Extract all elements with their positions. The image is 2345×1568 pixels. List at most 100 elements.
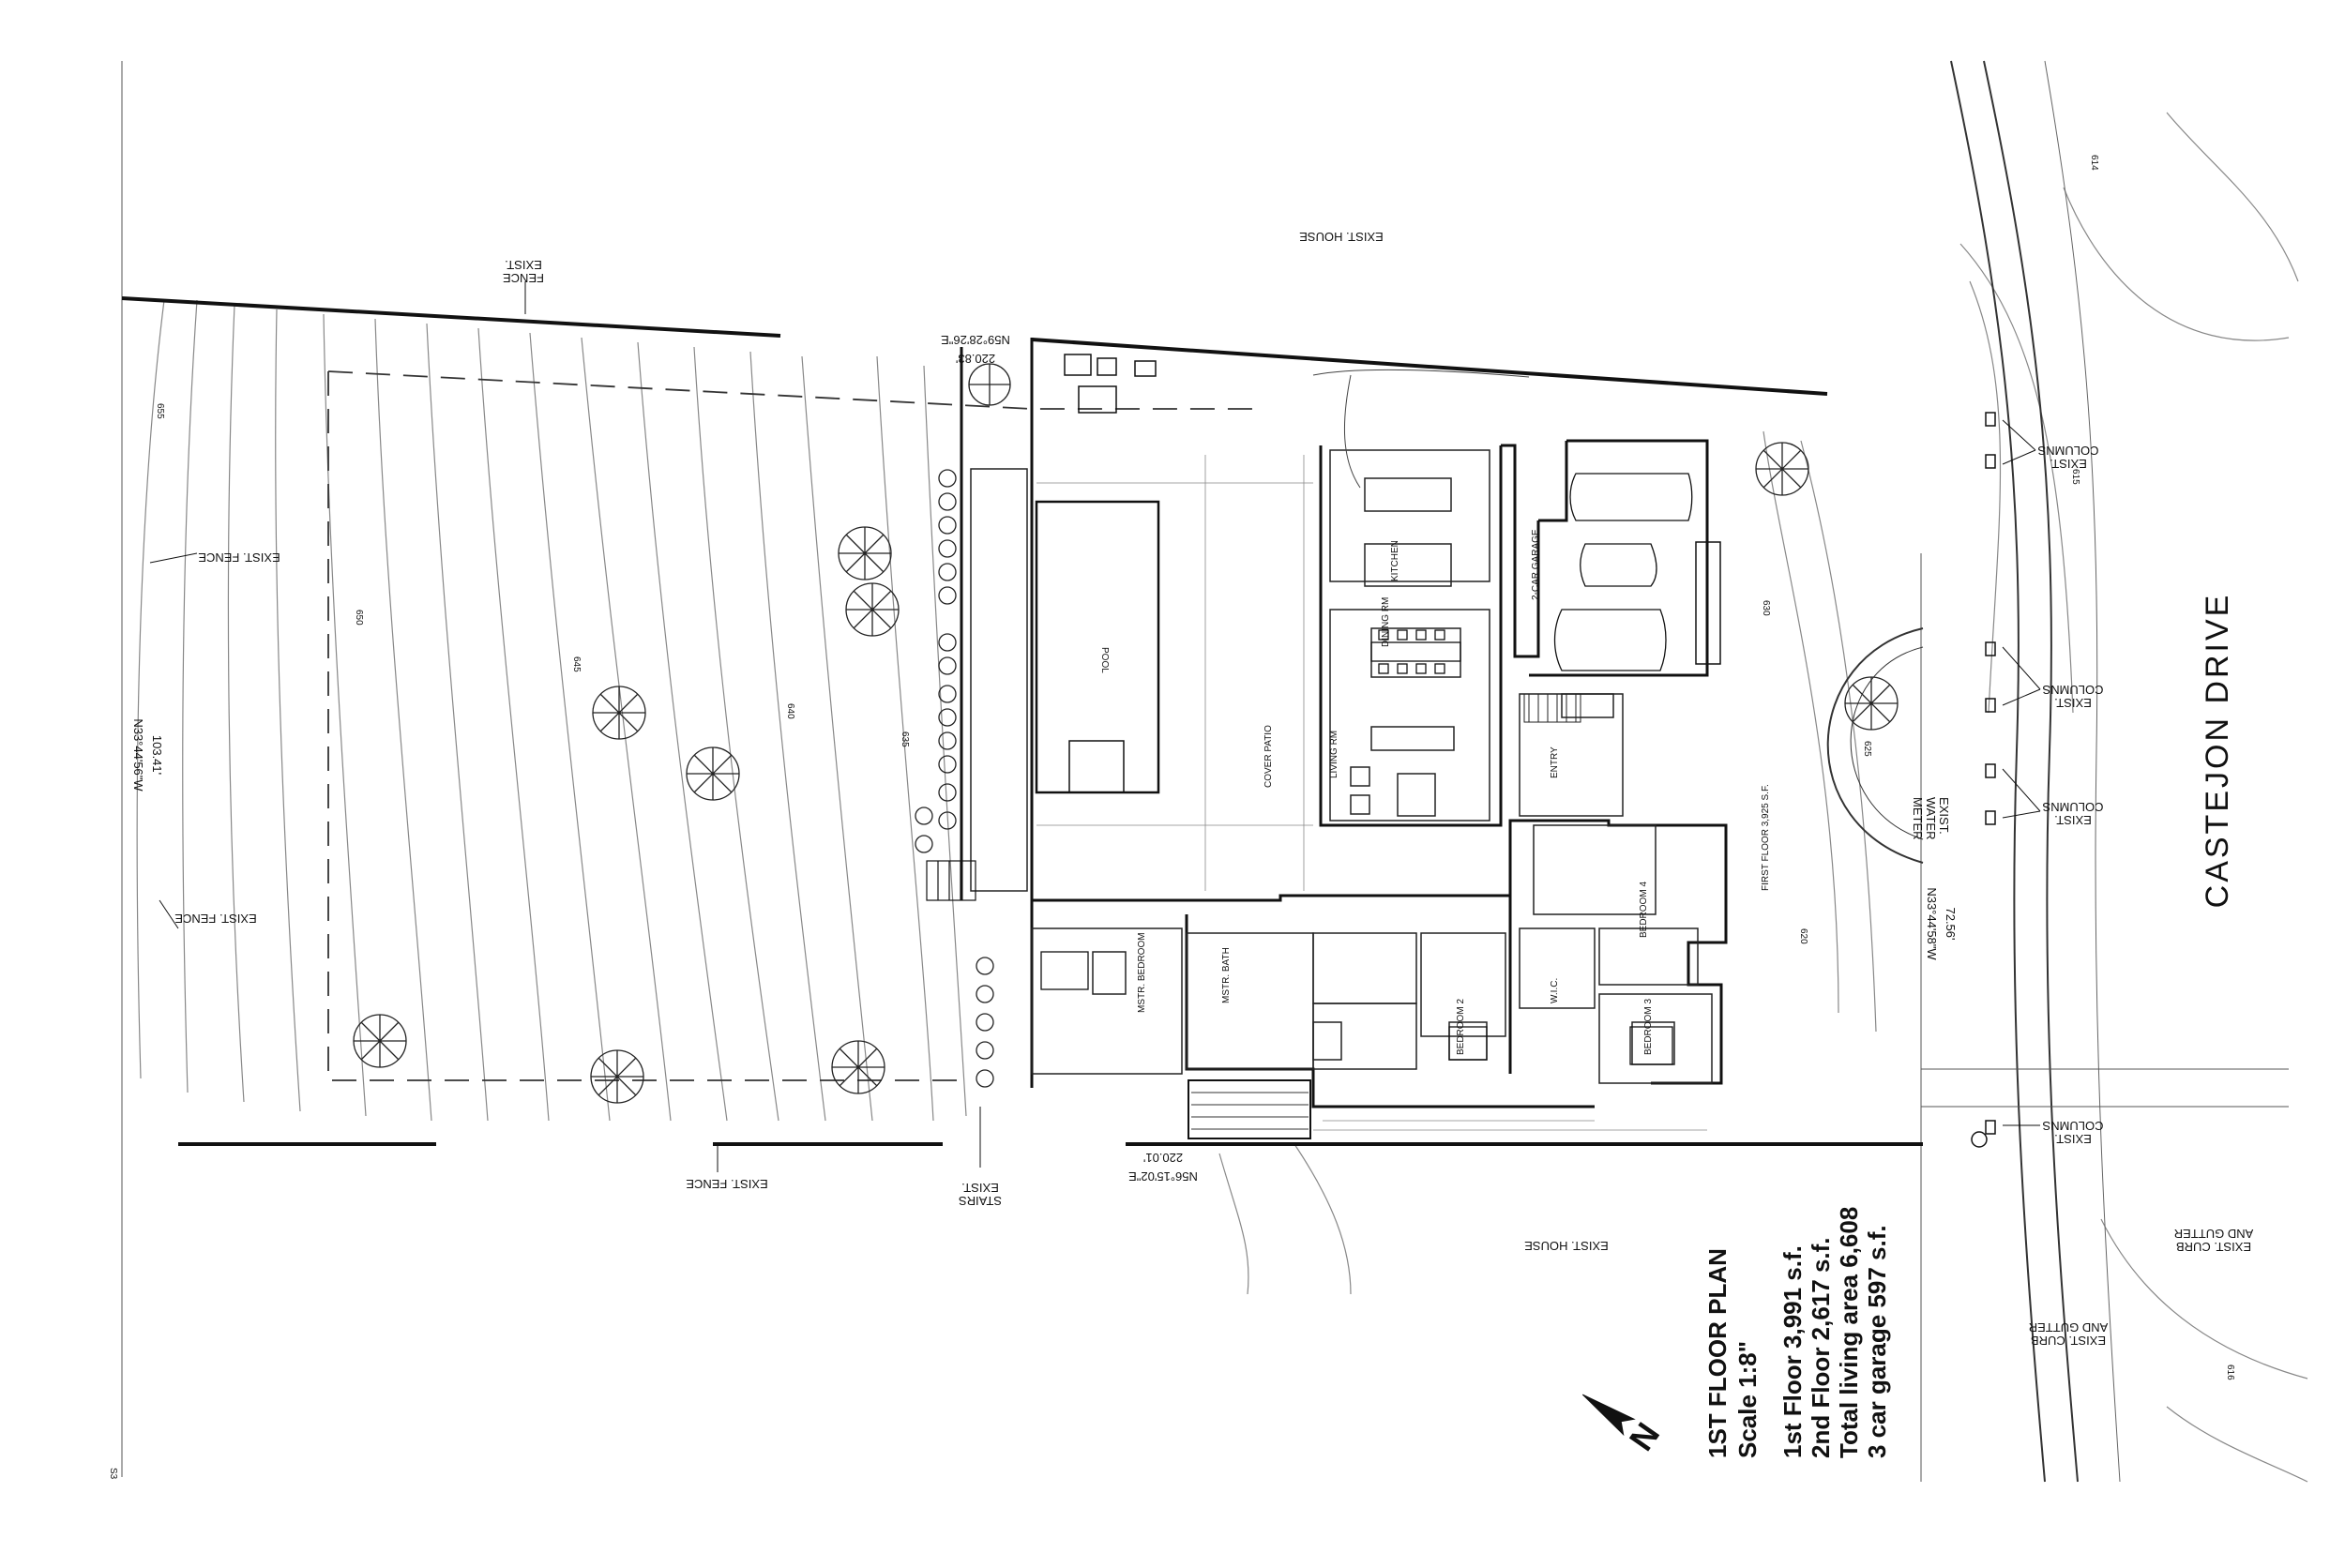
leader-lines [149,281,2041,1172]
rear-patio [1188,1079,1311,1139]
pool [1035,500,1160,794]
label-curb-2a: EXIST. CURB [2031,1334,2106,1348]
beds [1040,951,1673,1065]
contour-label: 635 [900,731,910,747]
plan-second-floor: 2nd Floor 2,617 s.f. [1807,1237,1835,1458]
setback-lines [327,370,1257,1081]
contour-label: 616 [2225,1364,2235,1380]
garage-cars [1553,473,1693,671]
contour-label: 655 [155,403,165,419]
label-columns-4b: COLUMNS [2042,1119,2103,1133]
room-label-garage: 2-CAR GARAGE [1531,529,1541,600]
label-water-meter-1: EXIST. [1937,797,1951,835]
north-arrow-icon: N [1581,1394,1667,1457]
bed-icon [1448,1026,1488,1061]
label-first-floor-area: FIRST FLOOR 3,925 S.F. [1761,784,1771,891]
pool-label: POOL [1099,647,1110,673]
contour-label: 640 [785,703,795,719]
bearing-bottom: N56°15'02"E [1128,1169,1198,1184]
dining-table [1370,629,1461,674]
room-label-wic: W.I.C. [1550,978,1560,1003]
pool-deck [970,468,1028,892]
tree-icon [1844,676,1899,731]
column-markers [1971,412,1996,1148]
label-exist-fence-left-2: EXIST. FENCE [174,912,257,926]
west-stairs [926,860,976,901]
label-columns-2b: COLUMNS [2042,683,2103,697]
room-label-master-bath: MSTR. BATH [1221,947,1232,1003]
contour-label: 620 [1798,928,1808,944]
label-columns-1a: EXIST. [2050,457,2087,471]
plan-title: 1ST FLOOR PLAN [1703,1248,1732,1458]
bearing-top-length: 220.83' [956,352,995,366]
tree-icon [831,1040,885,1094]
interior-partitions [1031,449,1713,1084]
driveway-inner [1850,646,1924,840]
label-exist-fence-top-2: FENCE [503,271,544,285]
tree-icon [592,686,646,740]
contour-label: 625 [1862,741,1872,757]
north-path [1343,374,1361,489]
room-label-bedroom2: BEDROOM 2 [1456,999,1466,1055]
plan-first-floor: 1st Floor 3,991 s.f. [1778,1245,1807,1458]
bed-icon [1629,1026,1673,1065]
tree-icon [353,1014,407,1068]
rear-patio-hatch [1191,1092,1309,1130]
label-exist-fence-left-1: EXIST. FENCE [198,550,280,565]
contour-label: 630 [1761,600,1771,616]
tree-icon [590,1049,644,1104]
label-exist-house-top: EXIST. HOUSE [1299,230,1384,244]
label-water-meter-3: METER [1911,797,1925,840]
label-columns-2a: EXIST. [2054,696,2092,710]
north-yard-structures [1064,354,1157,414]
bearing-left: N33°44'56"W [131,718,145,792]
bearing-top: N59°28'26"E [941,333,1010,347]
label-exist-fence-bottom: EXIST. FENCE [686,1177,768,1191]
house-walls [1032,439,1728,1108]
label-columns-3a: EXIST. [2054,813,2092,827]
street-name: CASTEJON DRIVE [2200,593,2235,909]
plan-scale: Scale 1:8" [1733,1341,1762,1458]
contour-label: 645 [571,656,582,672]
north-walk [1312,369,1530,378]
label-water-meter-2: WATER [1924,797,1938,840]
dimension-lines [1036,455,1707,1131]
plan-total-area: Total living area 6,608 [1835,1207,1863,1458]
stair [1523,693,1581,723]
label-curb-1a: EXIST. CURB [2176,1240,2251,1254]
contour-label: 650 [354,610,364,626]
room-label-kitchen: KITCHEN [1390,540,1400,581]
street-curbs [1921,60,2289,1483]
label-curb-1b: AND GUTTER [2174,1227,2254,1241]
room-label-master-bedroom: MSTR. BEDROOM [1137,932,1147,1013]
room-label-living: LIVING RM [1329,731,1339,778]
title-block: 1ST FLOOR PLAN Scale 1:8" 1st Floor 3,99… [1703,1207,1891,1458]
label-columns-3b: COLUMNS [2042,800,2103,814]
bearing-right: N33°44'58"W [1925,887,1939,960]
room-label-bedroom3: BEDROOM 3 [1643,999,1654,1055]
label-curb-2b: AND GUTTER [2029,1320,2109,1334]
room-label-dining: DINING RM [1381,597,1391,647]
bearing-right-length: 72.56' [1944,907,1958,940]
label-exist-fence-top-1: EXIST. [505,258,542,272]
bearing-bottom-length: 220.01' [1143,1151,1183,1165]
north-arrow-label: N [1622,1415,1667,1457]
garage-side-room [1695,541,1721,665]
label-columns-4a: EXIST. [2054,1132,2092,1146]
label-columns-1b: COLUMNS [2037,444,2098,458]
contour-labels: 655 650 645 640 635 630 625 620 615 614 … [155,155,2235,1380]
tree-icon [686,746,740,801]
contour-label: 614 [2089,155,2099,171]
tree-icon [838,526,892,580]
hedge-row [915,469,994,1088]
bearing-left-length: 103.41' [150,735,164,775]
tree-icon [968,363,1011,406]
plan-garage-area: 3 car garage 597 s.f. [1863,1225,1891,1458]
room-label-entry: ENTRY [1550,746,1560,778]
contour-label: 615 [2070,469,2080,485]
trees [353,363,1899,1104]
tree-icon [1755,442,1809,496]
room-label-covered-patio: COVER PATIO [1263,725,1274,788]
